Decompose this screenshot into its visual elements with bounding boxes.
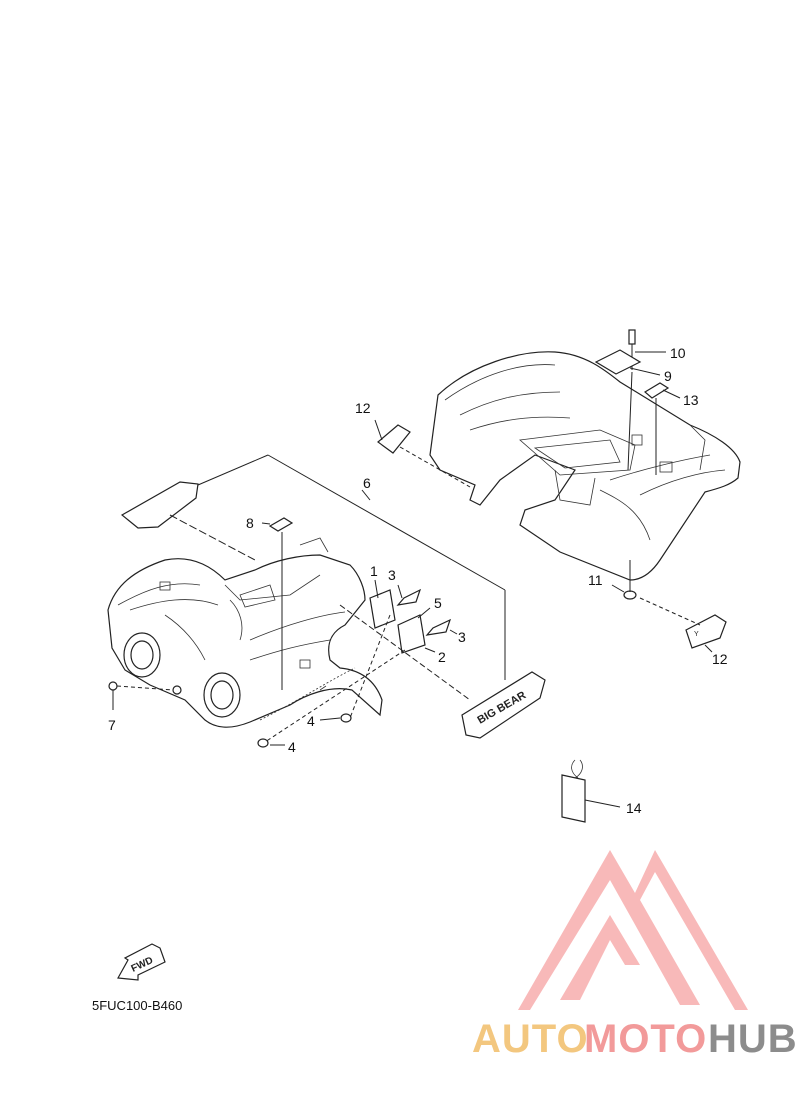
- plate-9: [594, 349, 642, 375]
- callout-2: 2: [438, 649, 446, 665]
- grommet-7: [108, 681, 182, 695]
- callout-4-right: 4: [307, 713, 315, 729]
- plate-1: [369, 589, 396, 629]
- callout-7: 7: [108, 717, 116, 733]
- decal-13: [643, 382, 670, 475]
- callout-10: 10: [670, 345, 686, 361]
- callout-13: 13: [683, 392, 699, 408]
- tag-14: [561, 759, 621, 823]
- rear-fender: [429, 351, 741, 581]
- nut-4b: [257, 738, 269, 748]
- callout-4-left: 4: [288, 739, 296, 755]
- nut-4a: [340, 713, 352, 723]
- callout-3-lower: 3: [458, 629, 466, 645]
- bolt-3-upper: [396, 588, 422, 606]
- callout-3-upper: 3: [388, 567, 396, 583]
- callout-14: 14: [626, 800, 642, 816]
- callout-8: 8: [246, 515, 254, 531]
- decal-8: [268, 517, 294, 532]
- bolt-3-lower: [425, 618, 452, 636]
- watermark-auto: AUTO: [472, 1017, 589, 1061]
- watermark-hub: HUB: [708, 1017, 798, 1061]
- watermark-logo: [518, 850, 748, 1010]
- plate-2: [397, 614, 426, 654]
- decal-6: [120, 481, 199, 529]
- big-bear-decal: BIG BEAR: [461, 671, 546, 739]
- diagram-code: 5FUC100-B460: [92, 998, 182, 1013]
- svg-text:Y: Y: [694, 631, 699, 638]
- callout-5: 5: [434, 595, 442, 611]
- callout-11: 11: [588, 572, 603, 588]
- emblem-12: Y: [685, 614, 727, 649]
- watermark-text: AUTO MOTO HUB: [472, 1017, 798, 1061]
- callout-9: 9: [664, 368, 672, 384]
- front-fender: [107, 537, 383, 728]
- callout-12-top: 12: [355, 400, 371, 416]
- decal-12-top: [377, 424, 411, 454]
- callout-12-bottom: 12: [712, 651, 728, 667]
- callout-6: 6: [363, 475, 371, 491]
- nut-11: [623, 560, 637, 600]
- watermark-moto: MOTO: [584, 1017, 707, 1061]
- callout-1: 1: [370, 563, 378, 579]
- fwd-arrow-icon: FWD: [117, 943, 166, 981]
